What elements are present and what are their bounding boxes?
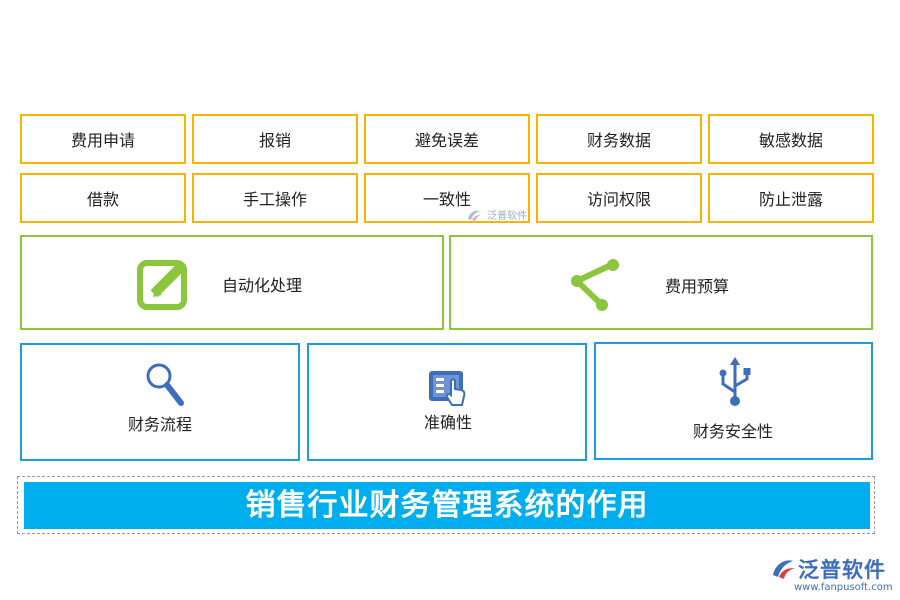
box-label: 准确性 xyxy=(424,413,473,432)
box-prevent-leak: 防止泄露 xyxy=(708,173,874,223)
watermark-corner-url: www.fanpusoft.com xyxy=(794,582,893,593)
box-label: 财务数据 xyxy=(586,131,651,150)
box-financial-security: 财务安全性 xyxy=(594,342,873,460)
box-label: 借款 xyxy=(86,190,119,209)
box-expense-application: 费用申请 xyxy=(20,114,186,164)
box-label: 财务流程 xyxy=(128,415,193,434)
box-label: 手工操作 xyxy=(242,190,307,209)
box-expense-budget: 费用预算 xyxy=(449,235,873,330)
box-reimbursement: 报销 xyxy=(192,114,358,164)
box-accuracy: 准确性 xyxy=(307,343,587,461)
usb-icon xyxy=(719,357,751,406)
box-label: 财务安全性 xyxy=(693,422,774,441)
page-title: 销售行业财务管理系统的作用 xyxy=(24,482,870,529)
watermark-center-text: 泛普软件 xyxy=(487,211,528,222)
fanpu-logo-icon xyxy=(773,560,795,579)
box-automation: 自动化处理 xyxy=(20,235,444,330)
box-label: 防止泄露 xyxy=(758,190,823,209)
box-label: 自动化处理 xyxy=(222,276,303,295)
box-financial-process: 财务流程 xyxy=(20,343,300,461)
box-label: 费用申请 xyxy=(70,131,135,150)
box-access-permission: 访问权限 xyxy=(536,173,702,223)
search-icon xyxy=(146,363,184,406)
watermark-center: 泛普软件 xyxy=(466,204,527,223)
box-manual-operation: 手工操作 xyxy=(192,173,358,223)
box-label: 一致性 xyxy=(422,190,471,209)
share-icon xyxy=(571,259,619,311)
box-label: 访问权限 xyxy=(586,190,651,209)
box-loan: 借款 xyxy=(20,173,186,223)
box-label: 避免误差 xyxy=(414,131,479,150)
box-label: 费用预算 xyxy=(665,277,730,296)
box-label: 敏感数据 xyxy=(758,131,823,150)
box-sensitive-data: 敏感数据 xyxy=(708,114,874,164)
box-label: 报销 xyxy=(258,131,291,150)
edit-icon xyxy=(137,260,187,310)
box-avoid-errors: 避免误差 xyxy=(364,114,530,164)
box-consistency: 一致性 xyxy=(364,173,530,223)
box-financial-data: 财务数据 xyxy=(536,114,702,164)
watermark-corner-text: 泛普软件 xyxy=(798,558,886,582)
fanpu-logo-icon xyxy=(468,210,481,221)
tablet-touch-icon xyxy=(429,371,466,406)
title-frame xyxy=(17,476,875,534)
